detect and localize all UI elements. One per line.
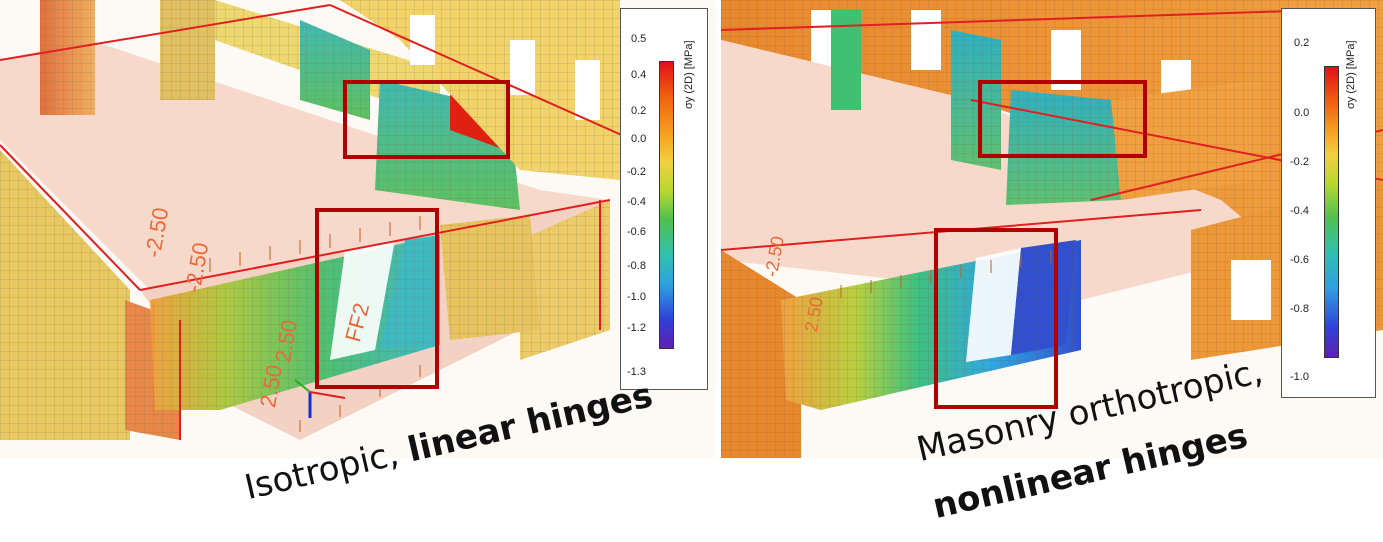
legend-tick: -0.8 [1290,303,1309,315]
legend-tick: 0.4 [631,69,647,81]
legend-tick: -0.2 [627,166,646,178]
legend-tick: -0.4 [1290,205,1309,217]
model-view-isotropic: -2.50 -2.50 2.50 2.50 FF2 σy (2D) [MPa] … [0,0,716,458]
fem-scene-isotropic [0,0,701,440]
color-scale-bar [659,61,674,349]
color-legend-orthotropic: σy (2D) [MPa] 0.2 0.0 -0.2 -0.4 -0.6 -0.… [1281,8,1376,398]
fem-scene-orthotropic [721,0,1383,458]
color-scale-bar [1324,66,1339,358]
load-arrows [840,250,1052,298]
model-view-orthotropic: -2.50 2.50 σy (2D) [MPa] 0.2 0.0 -0.2 -0… [721,0,1383,458]
legend-tick: -0.6 [627,226,646,238]
legend-tick: 0.5 [631,33,647,45]
legend-tick: -0.4 [627,196,646,208]
legend-tick: -0.2 [1290,156,1309,168]
highlight-box-upper [978,80,1147,158]
legend-tick: 0.0 [1294,107,1310,119]
legend-title: σy (2D) [MPa] [683,40,695,109]
legend-tick: -1.0 [627,291,646,303]
load-arrows [209,216,421,432]
legend-tick: -1.2 [627,322,646,334]
highlight-box-lower [934,228,1058,409]
legend-tick: 0.0 [631,133,647,145]
legend-tick: -1.0 [1290,371,1309,383]
color-legend-isotropic: σy (2D) [MPa] 0.5 0.4 0.2 0.0 -0.2 -0.4 … [620,8,708,390]
legend-tick: -1.3 [627,366,646,378]
legend-tick: -0.6 [1290,254,1309,266]
highlight-box-lower [315,208,439,389]
legend-title: σy (2D) [MPa] [1345,40,1357,109]
axis-triad [294,379,346,418]
legend-tick: 0.2 [1294,37,1310,49]
legend-tick: 0.2 [631,105,647,117]
highlight-box-upper [343,80,510,159]
legend-tick: -0.8 [627,260,646,272]
